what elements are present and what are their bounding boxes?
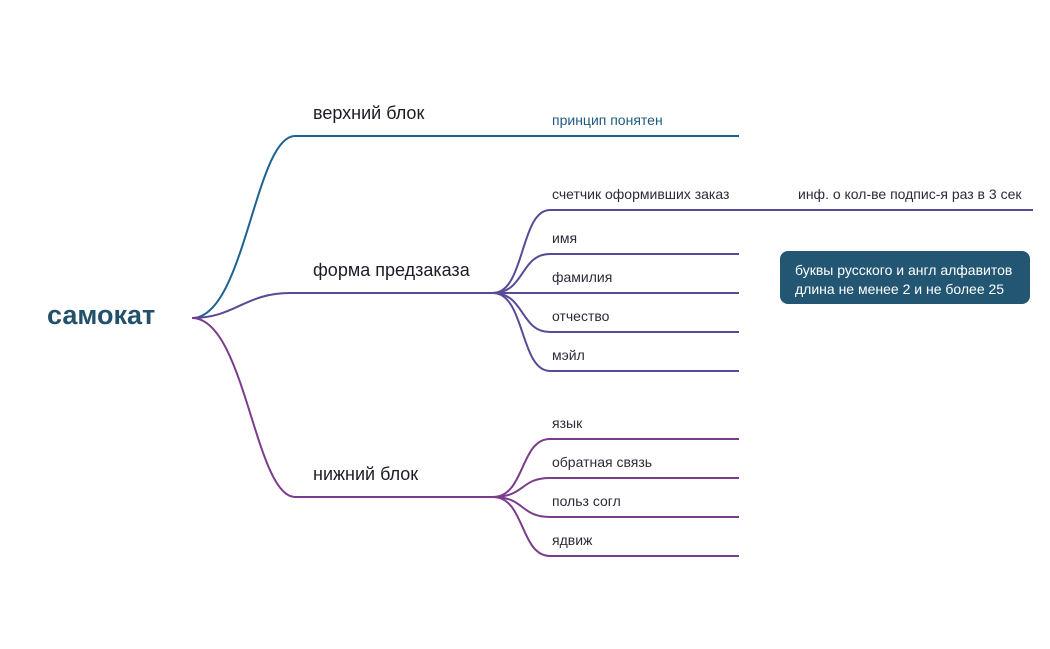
leaf-form-name[interactable]: имя — [552, 230, 578, 246]
connector-root-top — [191, 135, 493, 319]
validation-note-line-2: длина не менее 2 и не более 25 — [795, 281, 1005, 297]
connector-form-name — [492, 253, 739, 294]
connector-form-patronymic — [492, 292, 739, 333]
connector-root-form — [191, 292, 493, 319]
leaf-form-surname[interactable]: фамилия — [552, 269, 613, 285]
connector-bottom-terms — [492, 496, 739, 518]
leaf-form-counter[interactable]: счетчик оформивших заказ — [552, 186, 730, 202]
validation-note[interactable]: буквы русского и англ алфавитов длина не… — [780, 251, 1030, 304]
leaf-bottom-last[interactable]: ядвиж — [552, 532, 593, 548]
connector-root-bottom — [191, 317, 493, 498]
root-topic[interactable]: самокат — [47, 300, 156, 330]
leaf-bottom-feedback[interactable]: обратная связь — [552, 454, 653, 470]
leaf-top-principle[interactable]: принцип понятен — [552, 112, 663, 128]
branch-top-block[interactable]: верхний блок — [313, 103, 425, 123]
validation-note-line-1: буквы русского и англ алфавитов — [795, 262, 1013, 278]
leaf-form-counter-info[interactable]: инф. о кол-ве подпис-я раз в 3 сек — [798, 186, 1022, 202]
branch-bottom-block[interactable]: нижний блок — [313, 464, 419, 484]
connector-form-counter — [492, 209, 1033, 294]
connector-bottom-last — [492, 496, 739, 557]
connector-form-email — [492, 292, 739, 372]
leaf-form-patronymic[interactable]: отчество — [552, 308, 610, 324]
branch-preorder-form[interactable]: форма предзаказа — [313, 260, 470, 280]
leaf-form-email[interactable]: мэйл — [552, 347, 585, 363]
leaf-bottom-language[interactable]: язык — [552, 415, 583, 431]
connector-bottom-feedback — [492, 477, 739, 498]
connector-bottom-lang — [492, 438, 739, 498]
leaf-bottom-terms[interactable]: польз согл — [552, 493, 621, 509]
